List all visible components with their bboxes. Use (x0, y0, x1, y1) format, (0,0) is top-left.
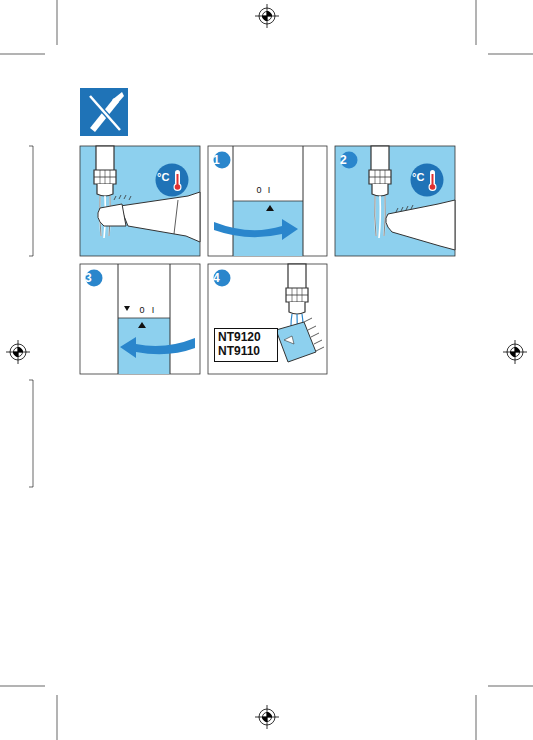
panel-rinse-head (335, 146, 455, 256)
callout-number: 2 (340, 151, 358, 169)
step-number: 4 (213, 271, 220, 285)
switch-marking: I (152, 305, 155, 315)
callout-number: 1 (213, 151, 231, 169)
step-number: 3 (85, 271, 92, 285)
temperature-symbol: °C (157, 171, 169, 183)
callout-number: 3 (85, 269, 103, 287)
temperature-badge: °C (155, 163, 189, 197)
no-brush-icon (80, 88, 128, 136)
temperature-badge: °C (410, 163, 444, 197)
panel-rinse (80, 146, 200, 256)
switch-marking: 0 (256, 185, 261, 195)
switch-marking: 0 (139, 305, 144, 315)
registration-marks (6, 4, 527, 729)
temperature-symbol: °C (412, 171, 424, 183)
callout-number: 4 (213, 269, 231, 287)
panel-unlock (208, 146, 327, 256)
switch-marking: I (268, 185, 271, 195)
panel-rinse-comb (208, 264, 327, 374)
step-number: 2 (340, 153, 347, 167)
model-number: NT9120 NT9110 (218, 331, 273, 359)
panel-lock (80, 264, 200, 374)
model-box: NT9120 NT9110 (214, 328, 278, 362)
step-number: 1 (213, 153, 220, 167)
